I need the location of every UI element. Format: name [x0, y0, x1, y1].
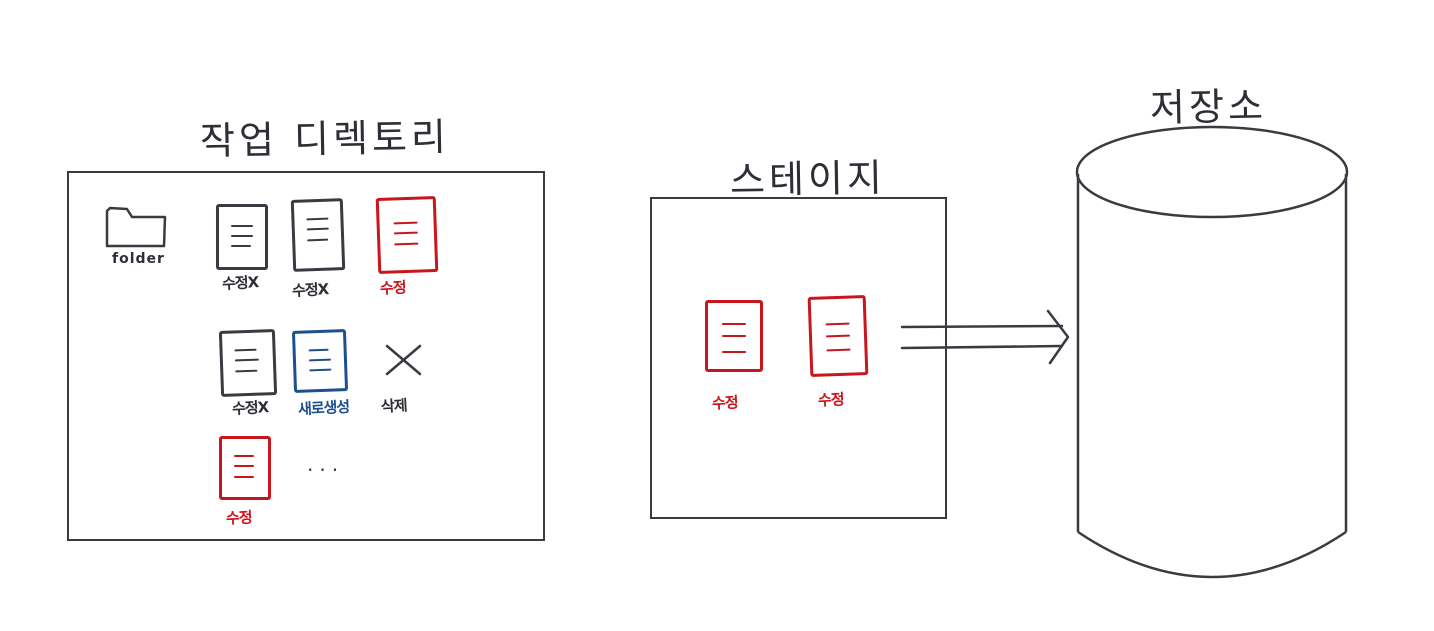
working-directory-title: 작업 디렉토리: [199, 114, 451, 164]
file-status-label: 삭제: [380, 396, 408, 416]
file-icon: [290, 198, 346, 272]
double-arrow-icon: [900, 309, 1070, 365]
file-icon: [219, 436, 271, 500]
file-icon: [291, 329, 349, 393]
file-status-label: 수정X: [291, 280, 329, 300]
stage-title: 스테이지: [729, 155, 887, 203]
file-status-label: 수정: [379, 278, 407, 298]
file-status-label: 수정: [817, 390, 845, 410]
file-status-label: 수정X: [231, 398, 269, 418]
more-files-ellipsis: ...: [307, 452, 345, 476]
file-icon: [807, 295, 869, 377]
stage-box: [650, 197, 947, 519]
file-icon: [218, 329, 278, 397]
working-directory-box: [67, 171, 545, 541]
file-status-label: 수정X: [221, 273, 259, 293]
file-status-label: 새로생성: [297, 397, 350, 419]
file-icon: [705, 300, 763, 372]
database-cylinder-icon: [1075, 125, 1349, 579]
file-status-label: 수정: [225, 508, 253, 528]
delete-x-icon: [385, 344, 422, 376]
file-icon: [375, 195, 439, 275]
file-status-label: 수정: [711, 393, 739, 413]
folder-icon: [105, 206, 167, 248]
folder-label: folder: [112, 251, 165, 267]
file-icon: [216, 204, 268, 270]
